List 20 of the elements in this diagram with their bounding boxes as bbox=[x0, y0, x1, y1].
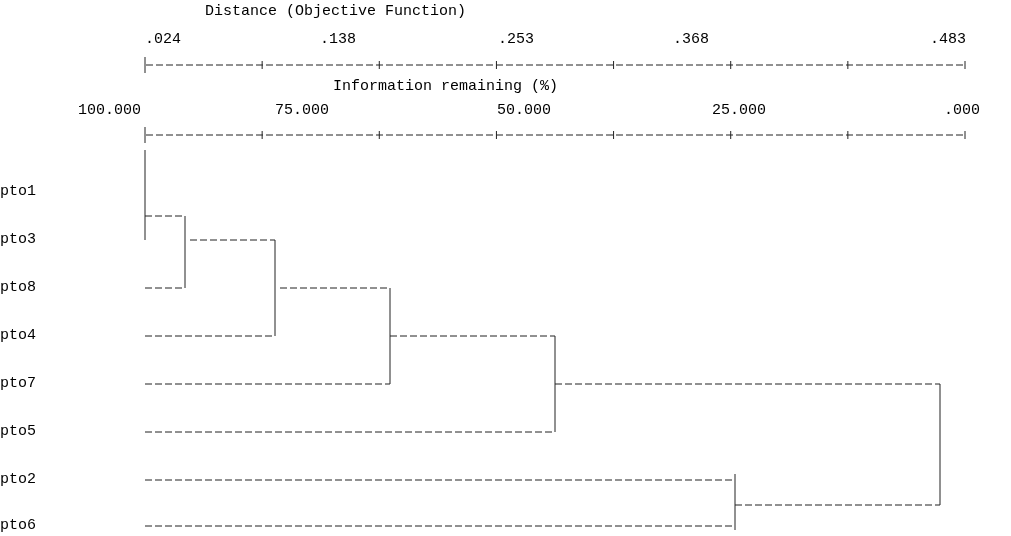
tick-label: .368 bbox=[673, 31, 709, 49]
axis-title: Distance (Objective Function) bbox=[205, 3, 467, 21]
tick-label: 75.000 bbox=[275, 102, 329, 120]
leaf-label: pto1 bbox=[0, 183, 36, 201]
axis-title: Information remaining (%) bbox=[333, 78, 559, 96]
leaf-label: pto3 bbox=[0, 231, 36, 249]
tick-label: 25.000 bbox=[712, 102, 766, 120]
leaf-label: pto6 bbox=[0, 517, 36, 535]
tick-label: .483 bbox=[930, 31, 966, 49]
tick-label: 50.000 bbox=[497, 102, 551, 120]
tick-label: .024 bbox=[145, 31, 181, 49]
leaf-label: pto5 bbox=[0, 423, 36, 441]
tick-label: .138 bbox=[320, 31, 356, 49]
tick-label: .253 bbox=[498, 31, 534, 49]
leaf-label: pto2 bbox=[0, 471, 36, 489]
tick-label: .000 bbox=[944, 102, 980, 120]
leaf-label: pto7 bbox=[0, 375, 36, 393]
leaf-label: pto8 bbox=[0, 279, 36, 297]
tick-label: 100.000 bbox=[78, 102, 141, 120]
leaf-label: pto4 bbox=[0, 327, 36, 345]
